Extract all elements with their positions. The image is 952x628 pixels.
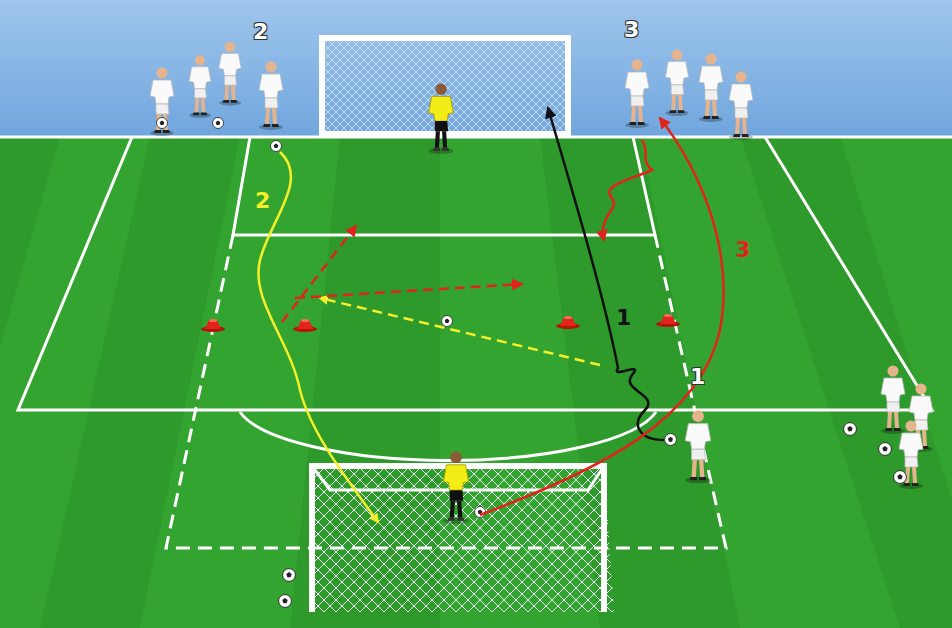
path-number: 2 <box>255 190 270 212</box>
group-number: 3 <box>624 19 639 41</box>
player <box>699 54 723 123</box>
ball <box>271 141 282 152</box>
pitch <box>0 136 952 628</box>
pitch-lines <box>0 137 952 460</box>
path-number: 3 <box>735 239 750 261</box>
cone <box>556 316 580 329</box>
ball <box>894 471 907 484</box>
movement-paths <box>258 108 723 522</box>
player <box>665 49 688 116</box>
player <box>259 62 283 131</box>
player <box>150 68 174 137</box>
ball <box>442 316 453 327</box>
ball <box>157 118 168 129</box>
cone <box>293 319 317 332</box>
ball <box>283 569 296 582</box>
group-number: 2 <box>253 21 268 43</box>
backdrop <box>0 0 952 140</box>
player <box>625 60 649 129</box>
ball <box>879 443 892 456</box>
player <box>189 55 211 118</box>
cone <box>656 314 680 327</box>
ball <box>279 595 292 608</box>
player <box>729 72 753 141</box>
player <box>685 410 711 483</box>
player-number: 1 <box>690 366 705 388</box>
player <box>219 42 241 106</box>
cone <box>201 319 225 332</box>
ball <box>475 507 486 518</box>
path-number: 1 <box>616 307 631 329</box>
ball <box>844 423 857 436</box>
player <box>881 366 905 435</box>
goalkeeper <box>443 452 468 524</box>
ball <box>665 434 677 446</box>
goalkeeper <box>429 84 454 154</box>
ball <box>213 118 224 129</box>
